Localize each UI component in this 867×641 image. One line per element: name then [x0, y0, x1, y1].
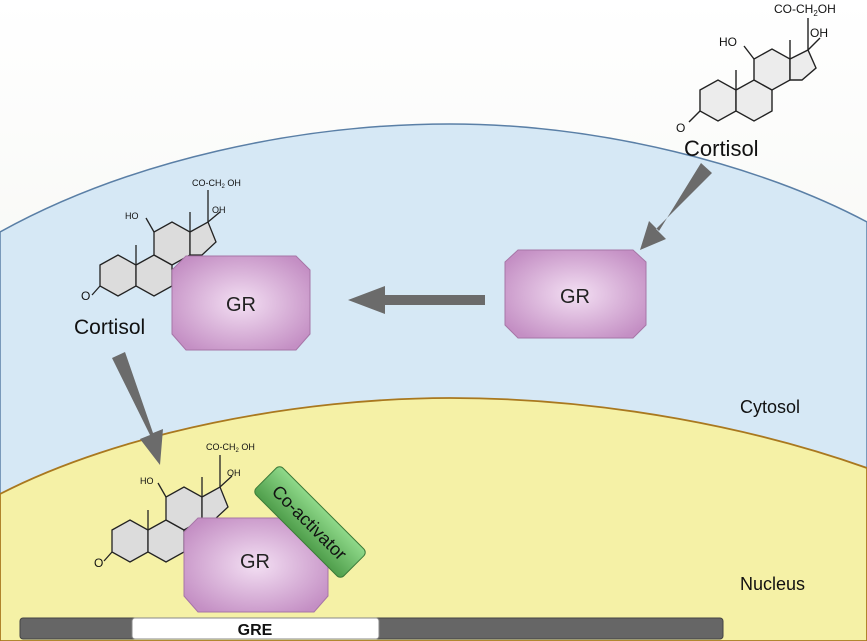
cortisol-bound-oh: OH: [212, 205, 226, 215]
gr-nuclear-receptor: GR: [183, 517, 329, 613]
cortisol-nuclear-oh: OH: [227, 468, 241, 478]
gr-free-receptor: GR: [504, 249, 647, 339]
cortisol-bound-label: Cortisol: [74, 316, 145, 339]
cortisol-bound-side-chain: CO-CH2 OH: [192, 178, 241, 190]
cortisol-free-molecule: [688, 18, 821, 123]
gr-bound-label: GR: [226, 294, 256, 316]
gr-free-label: GR: [560, 286, 590, 308]
cortisol-free-keto: O: [676, 121, 685, 135]
cortisol-free-oh: OH: [810, 26, 828, 40]
cortisol-bound-ho: HO: [125, 211, 139, 221]
cortisol-nuclear-keto: O: [94, 556, 103, 570]
gr-bound-receptor: GR: [171, 255, 311, 351]
cortisol-bound-keto: O: [81, 289, 90, 303]
cortisol-bound-molecule: [91, 190, 221, 297]
arrow-into-nucleus: [112, 352, 163, 465]
cortisol-free-label: Cortisol: [684, 136, 759, 161]
nucleus-label: Nucleus: [740, 574, 805, 594]
cortisol-nuclear-side-chain: CO-CH2 OH: [206, 442, 255, 454]
cortisol-free-side-chain: CO-CH2OH: [774, 2, 836, 18]
cytosol-label: Cytosol: [740, 397, 800, 417]
cortisol-free-ho: HO: [719, 35, 737, 49]
cortisol-nuclear-ho: HO: [140, 476, 154, 486]
arrow-into-cell: [640, 163, 712, 250]
cortisol-nuclear-molecule: [103, 455, 233, 563]
dna-strand: GRE: [19, 617, 724, 640]
gr-nuclear-label: GR: [240, 551, 270, 573]
arrow-to-binding: [348, 286, 485, 314]
gre-element: [131, 617, 380, 640]
gre-label: GRE: [238, 622, 273, 639]
